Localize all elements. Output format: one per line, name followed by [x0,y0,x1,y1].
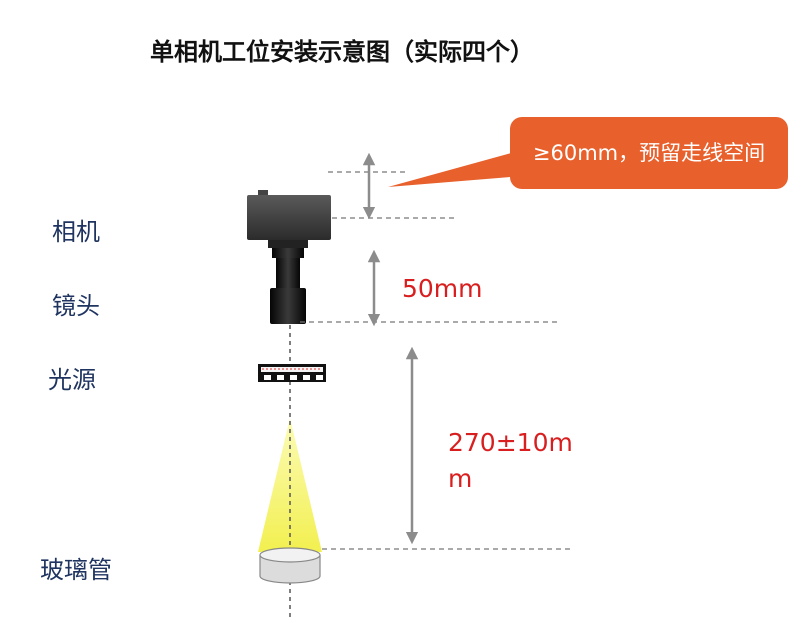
glass-tube [259,547,321,584]
lens-barrel-lower [270,288,306,324]
lens-label: 镜头 [52,292,100,320]
camera-body [247,195,331,240]
camera-flange [268,240,308,248]
callout-pointer [388,150,522,187]
lens-barrel-upper [276,258,300,288]
lens-distance-text: 50mm [402,274,483,303]
work-distance-text-line2: m [448,464,473,493]
lens-ring-top [272,248,304,258]
diagram-title: 单相机工位安装示意图（实际四个） [150,38,534,66]
camera-mount-tab [258,190,268,196]
work-distance-text-line1: 270±10m [448,428,573,457]
cable-space-callout: ≥60mm，预留走线空间 [510,117,788,189]
light-label: 光源 [48,366,96,394]
ring-light [258,364,326,382]
tube-label: 玻璃管 [40,556,112,584]
camera-label: 相机 [52,218,100,246]
